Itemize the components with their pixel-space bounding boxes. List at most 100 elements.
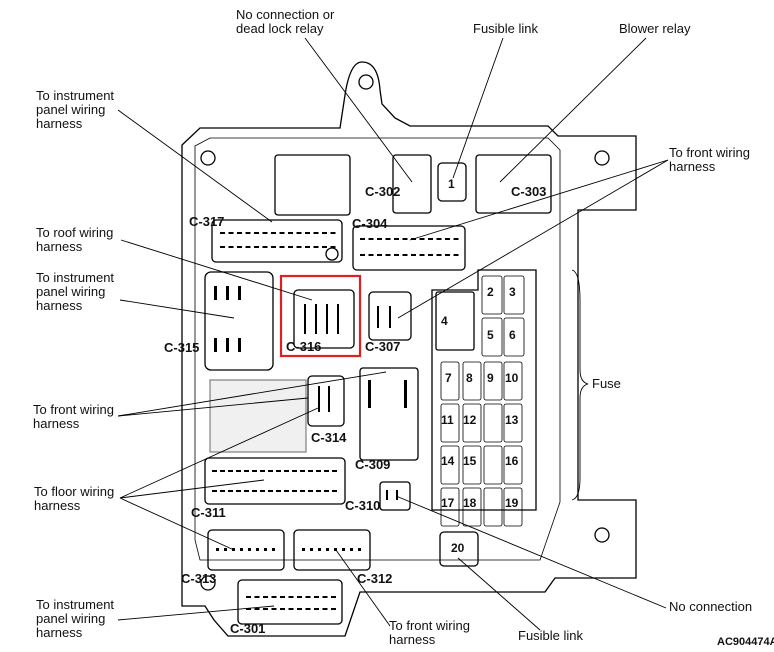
fuse-slot	[440, 445, 460, 485]
connector-pin	[360, 238, 365, 240]
connector-pin	[292, 470, 297, 472]
connector-pin	[238, 286, 241, 300]
connector-pin	[292, 490, 297, 492]
connector-pin	[313, 246, 319, 248]
connector-pin	[214, 338, 217, 352]
tag-c307: C-307	[365, 339, 401, 354]
connector-pin	[284, 490, 289, 492]
fuse-num-12: 12	[463, 413, 477, 427]
connector-pin	[360, 254, 365, 256]
callout-front-harness-2: To front wiring harness	[33, 402, 114, 431]
fuse-num-20: 20	[451, 541, 465, 555]
connector-c301-body	[237, 579, 343, 625]
fuse-num-5: 5	[487, 328, 494, 342]
relay-c302	[274, 154, 351, 216]
leader-front-2b	[117, 397, 309, 417]
connector-pin	[297, 608, 302, 610]
connector-pin	[332, 490, 337, 492]
connector-pin	[244, 470, 249, 472]
leader-no-connection	[395, 495, 667, 609]
connector-pin	[246, 596, 251, 598]
connector-pin	[268, 470, 273, 472]
connector-pin	[377, 306, 379, 328]
connector-pin	[236, 490, 241, 492]
connector-pin	[212, 470, 217, 472]
fuse-slot	[503, 275, 525, 315]
housing-outline	[181, 61, 637, 637]
connector-pin	[216, 548, 219, 551]
tag-c301: C-301	[230, 621, 266, 636]
tag-c317: C-317	[189, 214, 225, 229]
mount-hole-right-top	[594, 150, 610, 166]
leader-fusible-top	[452, 37, 504, 179]
connector-pin	[419, 254, 425, 256]
fuse-num-19: 19	[505, 496, 519, 510]
connector-pin	[237, 246, 242, 248]
connector-c309-body	[359, 367, 419, 461]
tag-c302: C-302	[365, 184, 401, 199]
fuse-slot	[503, 445, 523, 485]
fuse-slot	[503, 403, 523, 443]
housing-inner-outline	[194, 137, 561, 561]
leader-ip-2	[119, 299, 235, 319]
fuse-slot	[503, 361, 523, 401]
connector-pin	[236, 470, 241, 472]
fuse-slot	[462, 487, 482, 527]
connector-pin	[305, 232, 310, 234]
connector-pin	[280, 608, 285, 610]
connector-pin	[310, 548, 313, 551]
mount-hole-bottom-left	[200, 575, 216, 591]
callout-fuse: Fuse	[592, 376, 621, 391]
fuse-num-16: 16	[505, 454, 519, 468]
highlight-c316	[279, 274, 362, 358]
connector-pin	[268, 490, 273, 492]
connector-pin	[300, 490, 305, 492]
connector-pin	[308, 490, 313, 492]
connector-pin	[386, 490, 388, 500]
connector-pin	[276, 490, 281, 492]
connector-pin	[238, 338, 241, 352]
connector-pin	[284, 470, 289, 472]
connector-pin	[214, 286, 217, 300]
connector-pin	[271, 608, 277, 610]
connector-pin	[331, 596, 336, 598]
tag-c316: C-316	[286, 339, 322, 354]
callout-blower-relay: Blower relay	[619, 21, 691, 36]
connector-pin	[256, 548, 259, 551]
connector-pin	[316, 470, 321, 472]
connector-pin	[271, 246, 276, 248]
connector-pin	[330, 246, 336, 248]
connector-pin	[240, 548, 243, 551]
callout-no-connection-relay: No connection or dead lock relay	[236, 7, 335, 36]
connector-pin	[300, 470, 305, 472]
connector-pin	[411, 254, 416, 256]
fuse-slot	[483, 361, 503, 401]
connector-pin	[279, 232, 285, 234]
connector-pin	[394, 254, 399, 256]
mount-hole-right-bottom	[594, 527, 610, 543]
connector-pin	[263, 608, 268, 610]
connector-pin	[288, 246, 293, 248]
connector-c307-body	[368, 291, 412, 341]
fuse-slot	[462, 403, 482, 443]
fuse-slot	[483, 403, 503, 443]
tag-c312: C-312	[357, 571, 393, 586]
connector-pin	[342, 548, 345, 551]
connector-pin	[436, 254, 442, 256]
callout-fusible-link-bottom: Fusible link	[518, 628, 584, 643]
fuse-num-7: 7	[445, 371, 452, 385]
connector-pin	[377, 254, 382, 256]
leader-roof	[120, 239, 313, 301]
connector-pin	[228, 490, 233, 492]
fusible-link-1	[437, 162, 467, 202]
relay-slot-302	[392, 154, 432, 214]
connector-c316-body	[293, 289, 355, 349]
fuse-slot	[503, 317, 525, 357]
tag-c314: C-314	[311, 430, 347, 445]
figure-code: AC904474A	[717, 636, 774, 648]
connector-pin	[326, 548, 329, 551]
connector-pin	[288, 232, 293, 234]
connector-pin	[436, 238, 442, 240]
connector-pin	[263, 596, 268, 598]
callout-fusible-link-top: Fusible link	[473, 21, 539, 36]
